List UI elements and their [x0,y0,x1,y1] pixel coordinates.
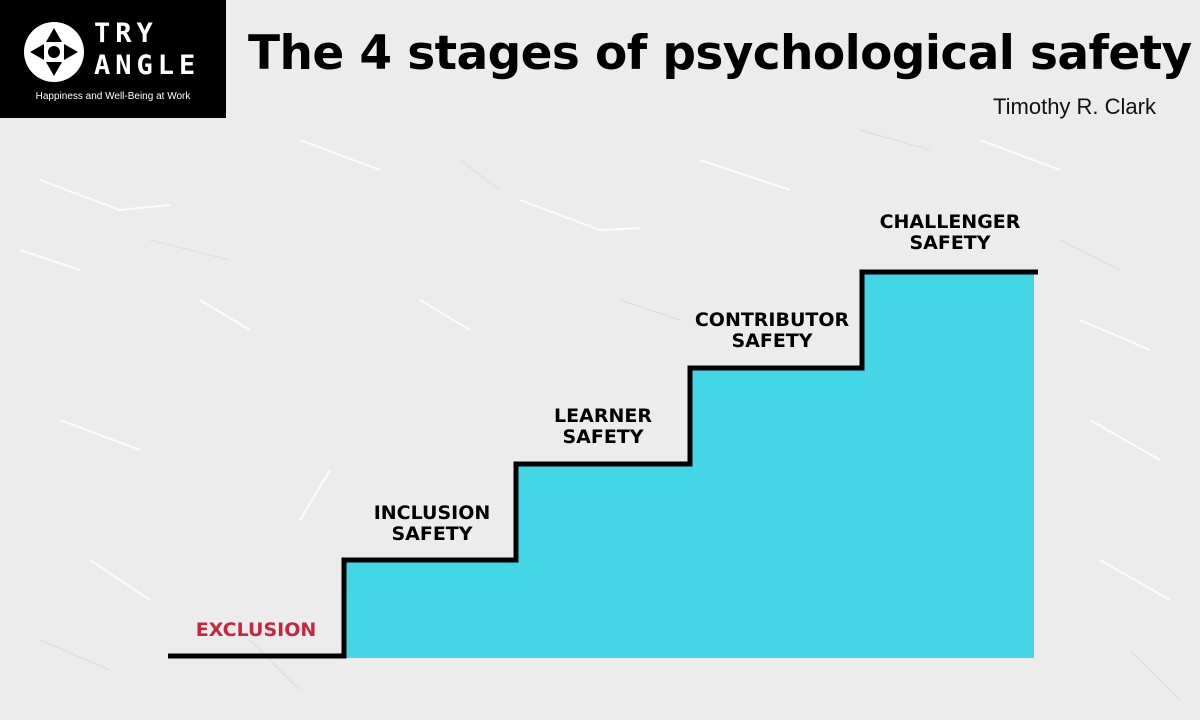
stage-label-learner-line2: SAFETY [562,426,644,448]
compass-emblem-icon [24,22,84,82]
page-title: The 4 stages of psychological safety [248,26,1192,81]
stage-label-contributor-line1: CONTRIBUTOR [694,309,850,331]
logo-word-try: TRY [94,18,158,49]
stage-label-exclusion-line1: EXCLUSION [195,619,317,641]
stage-label-exclusion: EXCLUSION [178,620,334,641]
author-name: Timothy R. Clark [993,94,1156,119]
stage-label-inclusion-line1: INCLUSION [373,502,491,524]
logo-word-angle: ANGLE [94,50,201,81]
stage-label-learner-line1: LEARNER [554,405,652,427]
stage-label-challenger-line1: CHALLENGER [879,211,1021,233]
stage-label-inclusion-line2: SAFETY [391,523,473,545]
stage-label-challenger-safety: CHALLENGER SAFETY [850,212,1050,254]
stage-label-inclusion-safety: INCLUSION SAFETY [344,503,520,545]
staircase-outline [168,269,1038,659]
stage-label-contributor-line2: SAFETY [731,330,813,352]
stage-label-contributor-safety: CONTRIBUTOR SAFETY [672,310,872,352]
brand-logo: TRY ANGLE Happiness and Well-Being at Wo… [0,0,226,118]
stage-label-challenger-line2: SAFETY [909,232,991,254]
logo-tagline: Happiness and Well-Being at Work [35,91,191,102]
stage-label-learner-safety: LEARNER SAFETY [516,406,690,448]
